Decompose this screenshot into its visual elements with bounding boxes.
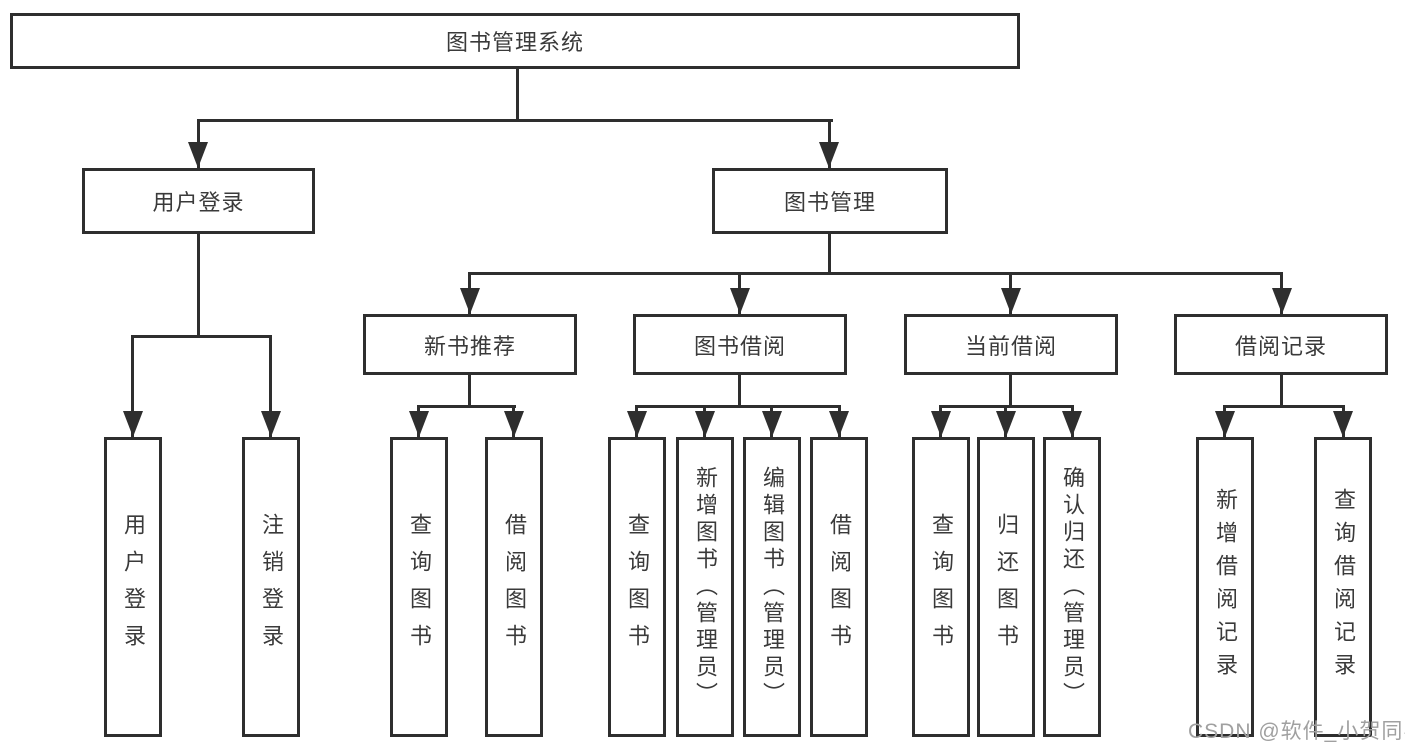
arrowhead-down-icon [627,411,647,437]
arrowhead-down-icon [409,411,429,437]
node-current-borrow: 当前借阅 [904,314,1118,375]
node-label: 图书管理 [783,190,876,215]
arrowhead-down-icon [1272,288,1292,314]
node-label: 查询借阅记录 [1331,488,1356,686]
arrowhead-down-icon [819,142,839,168]
node-root-system: 图书管理系统 [10,13,1020,69]
node-label: 注销登录 [259,513,284,661]
connector-line [1223,405,1345,408]
leaf-user-login: 用户登录 [104,437,162,737]
arrowhead-down-icon [504,411,524,437]
node-book-borrow: 图书借阅 [633,314,847,375]
node-label: 新增借阅记录 [1213,488,1238,686]
leaf-current-return-book: 归还图书 [977,437,1035,737]
leaf-borrow-add-book-admin: 新增图书（管理员） [676,437,734,737]
leaf-records-add-record: 新增借阅记录 [1196,437,1254,737]
arrowhead-down-icon [188,142,208,168]
connector-line [468,375,471,405]
connector-line [131,335,272,338]
leaf-borrow-edit-book-admin: 编辑图书（管理员） [743,437,801,737]
node-label: 借阅图书 [502,513,527,661]
node-book-management: 图书管理 [712,168,948,234]
connector-line [468,272,1283,275]
arrowhead-down-icon [1001,288,1021,314]
node-label: 归还图书 [994,513,1019,661]
node-label: 图书管理系统 [445,30,584,55]
arrowhead-down-icon [695,411,715,437]
leaf-logout: 注销登录 [242,437,300,737]
connector-line [131,335,134,437]
node-label: 当前借阅 [964,333,1057,359]
arrowhead-down-icon [261,411,281,437]
node-label: 图书借阅 [693,333,786,359]
node-label: 用户登录 [152,190,245,215]
arrowhead-down-icon [1215,411,1235,437]
arrowhead-down-icon [1333,411,1353,437]
node-label: 编辑图书（管理员） [760,465,785,709]
node-label: 借阅图书 [827,513,852,661]
connector-line [197,234,200,335]
leaf-current-query-book: 查询图书 [912,437,970,737]
node-label: 确认归还（管理员） [1060,465,1085,709]
arrowhead-down-icon [123,411,143,437]
connector-line [1280,375,1283,405]
arrowhead-down-icon [931,411,951,437]
connector-line [516,68,519,120]
node-label: 查询图书 [625,513,650,661]
connector-line [1009,375,1012,405]
connector-line [269,335,272,437]
connector-line [738,375,741,405]
node-new-book-recommend: 新书推荐 [363,314,577,375]
leaf-borrow-query-book: 查询图书 [608,437,666,737]
leaf-recommend-borrow-book: 借阅图书 [485,437,543,737]
node-borrow-records: 借阅记录 [1174,314,1388,375]
leaf-current-confirm-return-admin: 确认归还（管理员） [1043,437,1101,737]
leaf-borrow-borrow-book: 借阅图书 [810,437,868,737]
node-label: 查询图书 [407,513,432,661]
node-label: 查询图书 [929,513,954,661]
connector-line [635,405,841,408]
node-label: 借阅记录 [1234,333,1327,359]
node-label: 新增图书（管理员） [693,465,718,709]
node-label: 新书推荐 [423,333,516,359]
arrowhead-down-icon [996,411,1016,437]
connector-line [417,405,516,408]
arrowhead-down-icon [762,411,782,437]
csdn-watermark: CSDN @软件_小贺同学 [1188,720,1405,743]
leaf-records-query-record: 查询借阅记录 [1314,437,1372,737]
connector-line [197,119,833,122]
leaf-recommend-query-book: 查询图书 [390,437,448,737]
arrowhead-down-icon [829,411,849,437]
arrowhead-down-icon [1062,411,1082,437]
node-label: 用户登录 [121,513,146,661]
node-user-login: 用户登录 [82,168,315,234]
connector-line [828,234,831,272]
arrowhead-down-icon [460,288,480,314]
arrowhead-down-icon [730,288,750,314]
